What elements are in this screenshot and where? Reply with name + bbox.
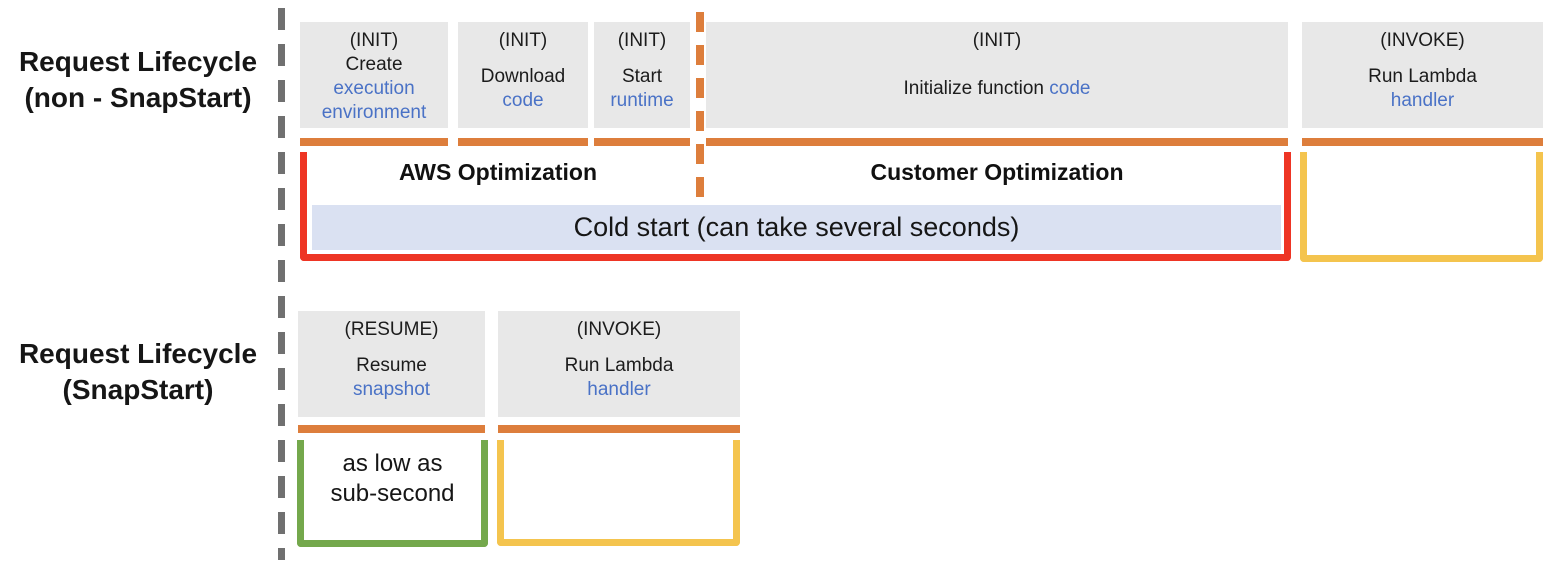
- step-text: Download code: [462, 53, 584, 124]
- step-create-execution-environment: (INIT) Create execution environment: [300, 22, 448, 128]
- phase-label: (INVOKE): [576, 319, 662, 340]
- phase-label: (INIT): [349, 30, 399, 51]
- step-text: Resume snapshot: [302, 342, 481, 413]
- step-text: Initialize function code: [710, 53, 1284, 124]
- step-download-code: (INIT) Download code: [458, 22, 588, 128]
- step-text-black: Resume: [356, 354, 427, 376]
- step-text: Run Lambda handler: [1306, 53, 1539, 124]
- row-label-line1: Request Lifecycle: [18, 46, 258, 77]
- step-text-black: Initialize function: [903, 77, 1050, 99]
- step-text-blue: execution environment: [321, 78, 427, 123]
- step-resume-snapshot: (RESUME) Resume snapshot: [298, 311, 485, 417]
- step-text: Start runtime: [598, 53, 686, 124]
- phase-label: (RESUME): [344, 319, 439, 340]
- step-text-black: Create: [345, 54, 403, 75]
- step-text-blue: handler: [1390, 89, 1455, 111]
- duration-bar: [300, 138, 448, 146]
- duration-bar: [1302, 138, 1543, 146]
- step-run-lambda-handler-snapstart: (INVOKE) Run Lambda handler: [498, 311, 740, 417]
- invoke-duration-bracket-snapstart: [497, 440, 740, 546]
- duration-bar: [498, 425, 740, 433]
- customer-optimization-label: Customer Optimization: [870, 159, 1124, 185]
- step-text-blue: code: [502, 89, 544, 111]
- duration-bar: [458, 138, 588, 146]
- phase-label: (INVOKE): [1380, 30, 1465, 51]
- cold-start-bracket: [300, 152, 1291, 261]
- row-label-snapstart: Request Lifecycle (SnapStart): [2, 336, 274, 408]
- step-text-black: Run Lambda: [1368, 65, 1477, 87]
- step-text-black: Download: [480, 65, 566, 87]
- step-initialize-function-code: (INIT) Initialize function code: [706, 22, 1288, 128]
- step-text-black: Run Lambda: [564, 354, 674, 376]
- duration-bar: [706, 138, 1288, 146]
- request-start-dashed-divider: [278, 8, 285, 560]
- optimization-boundary-dashed-line: [696, 12, 704, 206]
- resume-duration-bracket: as low as sub-second: [297, 440, 488, 547]
- step-run-lambda-handler: (INVOKE) Run Lambda handler: [1302, 22, 1543, 128]
- latency-label: as low as sub-second: [330, 450, 455, 507]
- step-text: Create execution environment: [304, 53, 444, 125]
- row-label-line2: (non - SnapStart): [24, 82, 252, 113]
- row-label-line2: (SnapStart): [62, 374, 214, 405]
- step-text-blue: handler: [587, 378, 651, 400]
- step-text-black: Start: [621, 65, 663, 87]
- aws-optimization-label: AWS Optimization: [398, 159, 598, 185]
- row-label-non-snapstart: Request Lifecycle (non - SnapStart): [2, 44, 274, 116]
- step-text: Run Lambda handler: [502, 342, 736, 413]
- phase-label: (INIT): [498, 30, 548, 51]
- row-label-line1: Request Lifecycle: [18, 338, 258, 369]
- phase-label: (INIT): [617, 30, 667, 51]
- step-text-line: Initialize function code: [710, 77, 1284, 101]
- cold-start-banner: Cold start (can take several seconds): [312, 205, 1281, 250]
- phase-label: (INIT): [972, 30, 1022, 51]
- step-text-blue: runtime: [610, 89, 674, 111]
- duration-bar: [298, 425, 485, 433]
- duration-bar: [594, 138, 690, 146]
- step-start-runtime: (INIT) Start runtime: [594, 22, 690, 128]
- step-text-blue: snapshot: [352, 378, 431, 400]
- invoke-duration-bracket: [1300, 152, 1543, 262]
- step-text-blue: code: [1049, 77, 1091, 99]
